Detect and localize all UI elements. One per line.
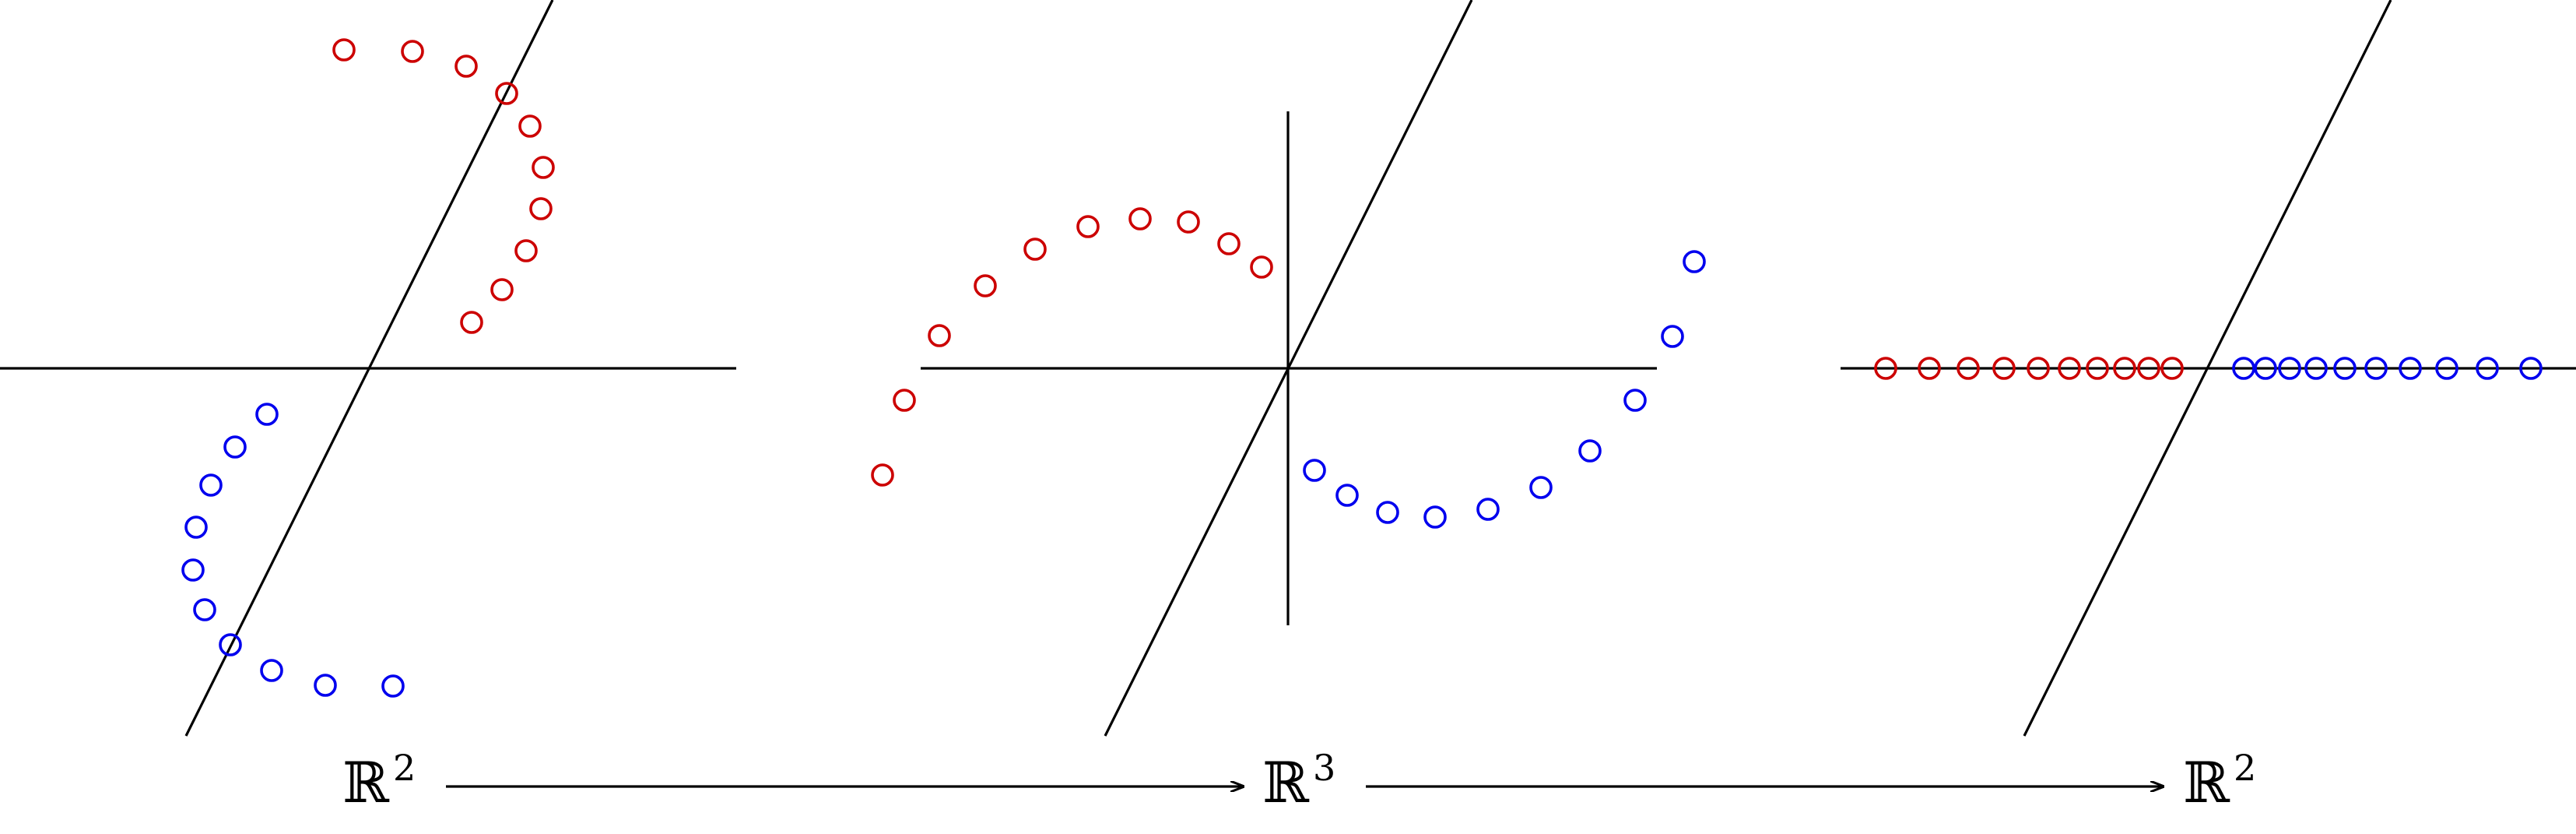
panel-1-blue-point-6 <box>193 598 216 621</box>
space-label-r2-output: ℝ 2 <box>2183 747 2256 815</box>
space-label-r3: ℝ 3 <box>1262 747 1335 815</box>
panel-3-blue-point-6 <box>2364 357 2388 380</box>
panel-2-red-point-2 <box>893 389 916 412</box>
panel-3-red-point-1 <box>1874 357 1897 380</box>
panel-3-oblique-axis <box>2023 0 2392 737</box>
panel-1-red-point-8 <box>514 239 538 262</box>
panel-2-axes <box>921 0 1657 737</box>
panel-1-red-point-3 <box>454 55 478 78</box>
panel-2-red-point-5 <box>1023 238 1047 261</box>
space-label-1-exponent: 2 <box>393 747 416 789</box>
panel-1-red-point-9 <box>490 278 514 301</box>
panel-3-blue-point-4 <box>2304 357 2328 380</box>
panel-2-red-point-4 <box>974 274 997 297</box>
panel-1-red-point-10 <box>460 311 483 334</box>
panel-3-blue-point-8 <box>2435 357 2458 380</box>
panel-1-red-point-5 <box>518 114 542 138</box>
panel-2-blue-point-10 <box>1683 250 1706 273</box>
panel-3-red-point-3 <box>1957 357 1980 380</box>
panel-1-red-point-2 <box>401 40 424 63</box>
panel-2-blue-point-1 <box>1303 459 1326 482</box>
panel-2-red-point-8 <box>1177 210 1200 234</box>
panel-2-blue-point-8 <box>1623 389 1647 412</box>
panel-2-oblique-axis <box>1104 0 1473 737</box>
panel-3-red-point-7 <box>2086 357 2109 380</box>
panel-1-axes <box>0 0 736 737</box>
panel-2-red-point-10 <box>1250 255 1273 279</box>
space-label-2-symbol: ℝ <box>1262 750 1310 815</box>
space-label-2-exponent: 3 <box>1313 747 1335 789</box>
space-label-1-symbol: ℝ <box>342 750 390 815</box>
panel-3-blue-point-5 <box>2333 357 2357 380</box>
panel-3-red-point-6 <box>2058 357 2081 380</box>
panel-2-blue-point-9 <box>1661 325 1684 348</box>
panel-1-blue-point-5 <box>181 558 205 582</box>
panel-3-blue-point-3 <box>2278 357 2301 380</box>
space-label-3-symbol: ℝ <box>2183 750 2230 815</box>
panel-1-blue-point-7 <box>219 633 242 656</box>
data-points <box>181 38 2543 698</box>
panel-3-blue-point-2 <box>2254 357 2277 380</box>
panel-1-blue-point-9 <box>314 674 337 697</box>
panel-2-blue-point-6 <box>1529 476 1553 499</box>
panel-1-blue-point-3 <box>199 473 223 497</box>
panel-1-blue-point-10 <box>381 674 405 698</box>
panel-3-blue-point-10 <box>2519 357 2543 380</box>
panel-2-blue-point-5 <box>1476 498 1500 521</box>
panel-2-blue-point-4 <box>1423 505 1447 529</box>
panel-1-blue-point-4 <box>184 516 208 539</box>
panel-1-red-point-6 <box>532 156 555 179</box>
panel-1-red-point-4 <box>495 82 518 105</box>
panel-3-red-point-2 <box>1918 357 1941 380</box>
panel-2-red-point-1 <box>871 463 894 487</box>
panel-1-blue-point-1 <box>255 403 279 426</box>
panel-1-red-point-7 <box>529 197 553 220</box>
panel-3-red-point-4 <box>1992 357 2016 380</box>
panel-1-red-point-1 <box>332 38 356 62</box>
panel-2-blue-point-7 <box>1578 439 1602 463</box>
panel-2-red-point-6 <box>1076 215 1100 238</box>
panel-3-red-point-10 <box>2160 357 2184 380</box>
panel-1-blue-point-8 <box>260 659 283 682</box>
panel-3-red-point-5 <box>2027 357 2050 380</box>
panel-3-blue-point-1 <box>2232 357 2255 380</box>
panel-3-blue-point-7 <box>2399 357 2422 380</box>
space-label-r2-input: ℝ 2 <box>342 747 416 815</box>
panel-1-oblique-axis <box>184 0 554 737</box>
panel-2-blue-point-3 <box>1376 501 1399 524</box>
panel-2-red-point-7 <box>1128 207 1152 230</box>
space-label-3-exponent: 2 <box>2234 747 2256 789</box>
panel-3-axes <box>1841 0 2576 737</box>
panel-2-red-point-9 <box>1217 232 1241 255</box>
panel-3-blue-point-9 <box>2476 357 2499 380</box>
panel-2-blue-point-2 <box>1335 484 1359 507</box>
panel-2-red-point-3 <box>928 324 951 347</box>
panel-3-red-point-8 <box>2113 357 2136 380</box>
panel-1-blue-point-2 <box>223 435 247 459</box>
panel-3-red-point-9 <box>2137 357 2160 380</box>
